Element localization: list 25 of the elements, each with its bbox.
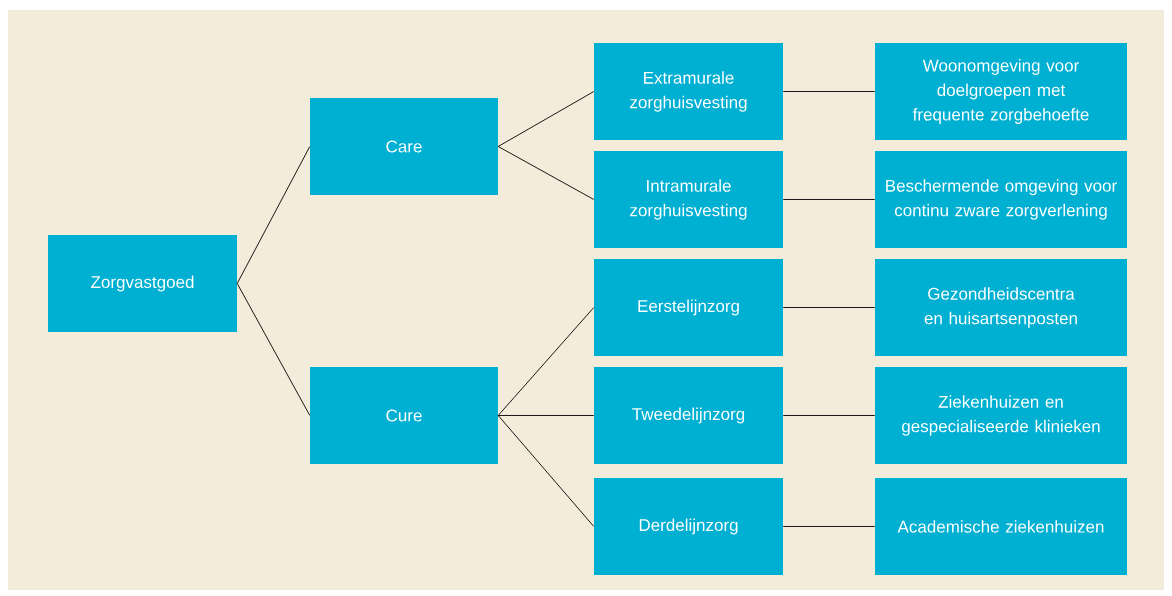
connector-line — [497, 307, 595, 416]
connector-line — [782, 526, 876, 527]
connector-line — [782, 415, 876, 416]
connector-line — [497, 91, 595, 147]
category-box: Woonomgeving voor doelgroepen met frequente zorgbehoefte — [875, 43, 1127, 140]
category-box: Beschermende omgeving voor continu zware zorgverlening — [875, 151, 1127, 248]
category-box: Intramurale zorghuisvesting — [594, 151, 783, 248]
category-box: Cure — [310, 367, 498, 464]
category-box: Gezondheidscentra en huisartsenposten — [875, 259, 1127, 356]
category-box: Academische ziekenhuizen — [875, 478, 1127, 575]
category-box: Eerstelijnzorg — [594, 259, 783, 356]
category-box: Tweedelijnzorg — [594, 367, 783, 464]
connector-line — [236, 283, 311, 416]
connector-line — [782, 199, 876, 200]
category-box: Extramurale zorghuisvesting — [594, 43, 783, 140]
connector-line — [497, 415, 595, 416]
connector-line — [497, 415, 595, 527]
connector-line — [782, 307, 876, 308]
connector-line — [782, 91, 876, 92]
category-box: Ziekenhuizen en gespecialiseerde klinieken — [875, 367, 1127, 464]
connector-line — [497, 146, 595, 200]
category-box: Care — [310, 98, 498, 195]
category-box: Derdelijnzorg — [594, 478, 783, 575]
category-box: Zorgvastgoed — [48, 235, 237, 332]
connector-line — [236, 146, 311, 284]
